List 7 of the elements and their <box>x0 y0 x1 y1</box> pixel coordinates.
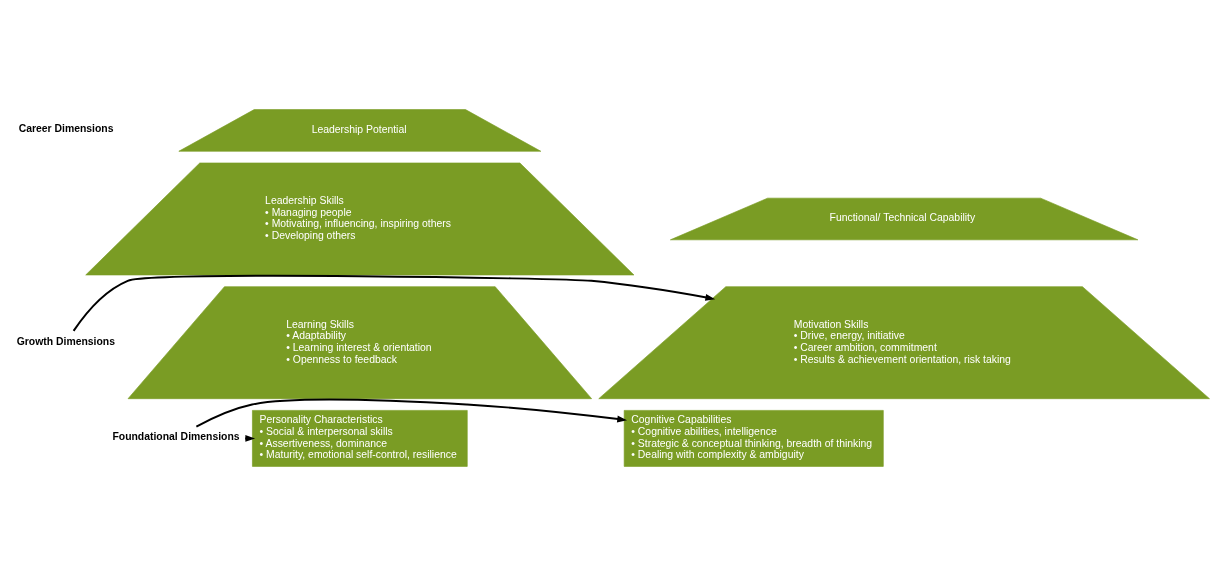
node-box: Cognitive Capabilities • Cognitive abilities, intelligence • Strategic & conceptual thinking, breadth of thinking • Dealing with complexity & ambiguity <box>623 409 884 467</box>
arrow <box>72 274 716 332</box>
label: Career Dimensions <box>18 122 114 134</box>
node-text: Foundational Dimensions <box>112 430 240 442</box>
arrow <box>195 398 628 428</box>
node-text: Growth Dimensions <box>16 335 116 347</box>
node-box: Personality Characteristics • Social & interpersonal skills • Assertiveness, dominance • Maturity, emotional self-control, resilience <box>252 409 468 467</box>
